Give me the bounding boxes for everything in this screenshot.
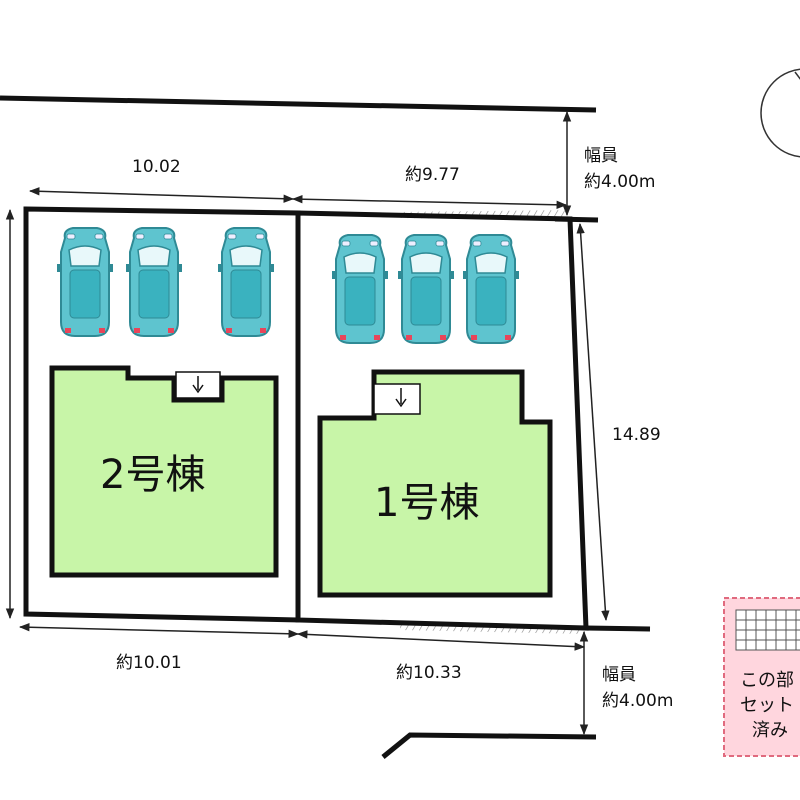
parking-car-icon: [217, 227, 275, 337]
dim-bottom-left: 約10.01: [116, 653, 182, 673]
parking-car-icon: [462, 234, 520, 344]
south-road-edge: [585, 625, 651, 632]
setback-legend: この部 セット 済み: [723, 597, 800, 757]
right-dim-arrow: [576, 222, 610, 622]
south-road-width-value: 約4.00m: [602, 691, 673, 711]
north-road-width-label: 幅員: [584, 146, 618, 166]
building-2-label: 2号棟: [100, 452, 205, 498]
parking-car-icon: [56, 227, 114, 337]
dim-top-left: 10.02: [132, 157, 181, 177]
top-right-dim-arrow: [291, 195, 568, 209]
building-1-label: 1号棟: [374, 480, 479, 526]
far-south-road-edge: [381, 732, 597, 759]
parking-car-icon: [125, 227, 183, 337]
dim-bottom-right: 約10.33: [396, 663, 462, 683]
dim-right-side: 14.89: [612, 425, 661, 445]
bottom-right-dim-arrow: [296, 630, 586, 651]
building-2: [49, 365, 279, 578]
south-road-width-label: 幅員: [602, 665, 636, 685]
north-compass-icon: [760, 68, 800, 158]
north-boundary-extension: [554, 216, 599, 223]
top-left-dim-arrow: [28, 187, 295, 203]
legend-line-2: セット: [740, 695, 794, 716]
north-road-width-value: 約4.00m: [584, 172, 655, 192]
dim-top-right: 約9.77: [405, 165, 460, 185]
legend-line-1: この部: [740, 670, 794, 691]
legend-line-3: 済み: [752, 720, 788, 741]
entrance-porch: [373, 383, 421, 415]
entrance-arrow-icon: [192, 376, 204, 394]
legend-hatch-sample: [736, 610, 800, 650]
bottom-left-dim-arrow: [18, 623, 300, 638]
entrance-arrow-icon: [395, 388, 407, 408]
north-road-edge: [0, 95, 597, 113]
parking-car-icon: [397, 234, 455, 344]
parking-car-icon: [331, 234, 389, 344]
